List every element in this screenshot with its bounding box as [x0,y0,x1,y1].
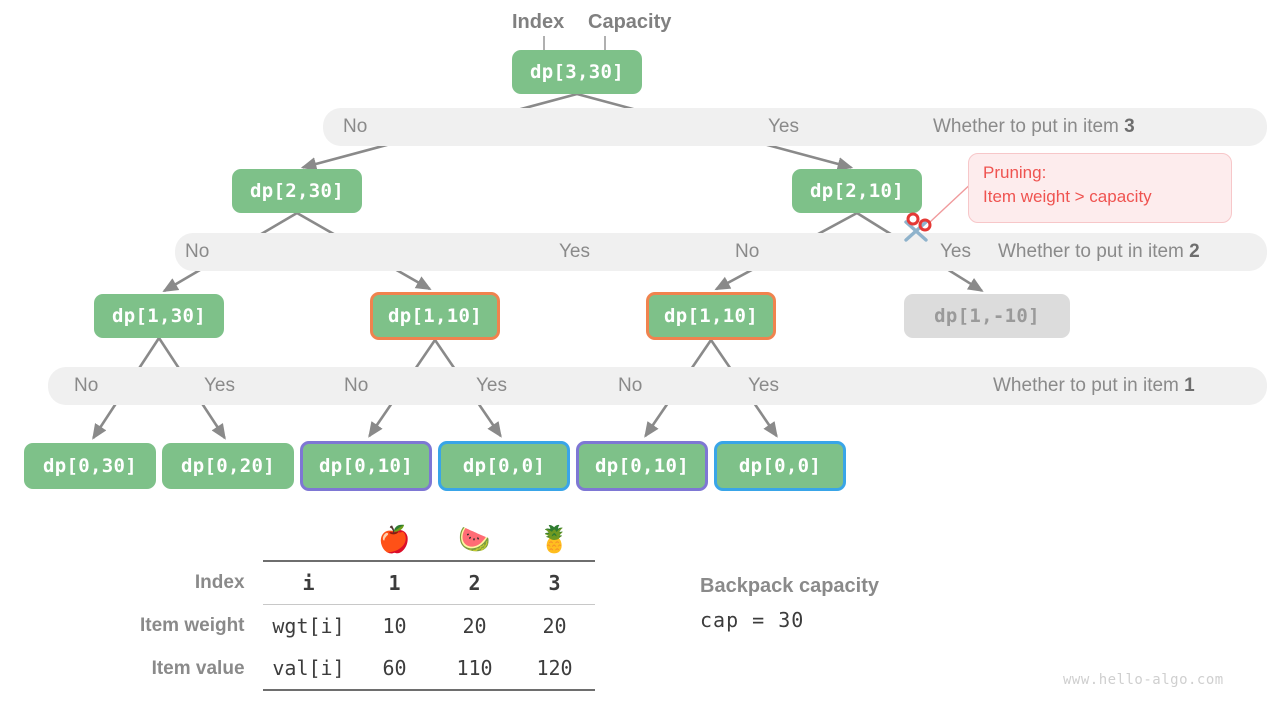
watermark: www.hello-algo.com [1063,672,1224,688]
tree-node-dp-2-30-[interactable]: dp[2,30] [232,169,362,213]
item-emoji-1: 🍎 [378,524,411,554]
tree-node-dp-1-10-[interactable]: dp[1,-10] [904,294,1070,338]
tree-node-dp-0-0-[interactable]: dp[0,0] [438,441,570,491]
branch-label-no: No [618,375,643,396]
row-label-item-value: Item value [151,657,245,679]
level-question-item-2: Whether to put in item 2 [998,241,1200,262]
tree-node-dp-3-30-[interactable]: dp[3,30] [512,50,642,94]
tree-node-dp-0-20-[interactable]: dp[0,20] [162,443,294,489]
row-key-wgt-i-: wgt[i] [262,604,355,647]
pruning-detail: Item weight > capacity [983,187,1152,206]
branch-label-no: No [343,116,368,137]
scissors-icon [904,212,932,242]
cell-r2-c2: 120 [514,647,595,691]
index-tick [543,36,545,58]
table-corner-blank [140,518,263,561]
branch-label-no: No [735,241,760,262]
tree-node-dp-0-0-[interactable]: dp[0,0] [714,441,846,491]
branch-label-yes: Yes [748,375,779,396]
tree-node-dp-1-10-[interactable]: dp[1,10] [646,292,776,340]
tree-node-dp-0-10-[interactable]: dp[0,10] [576,441,708,491]
tree-node-dp-0-30-[interactable]: dp[0,30] [24,443,156,489]
row-label-index: Index [194,571,245,593]
tree-node-dp-2-10-[interactable]: dp[2,10] [792,169,922,213]
cell-r1-c1: 20 [434,604,515,647]
cell-r1-c2: 20 [514,604,595,647]
pruning-callout: Pruning: Item weight > capacity [968,153,1232,223]
legend-capacity: Capacity [588,11,672,33]
branch-label-yes: Yes [204,375,235,396]
capacity-note: Backpack capacity cap = 30 [700,575,879,632]
level-bar-item-1: No Yes No Yes No Yes Whether to put in item 1 [48,367,1267,405]
legend-index: Index [512,11,565,33]
cell-r2-c0: 60 [354,647,435,691]
pruning-title: Pruning: [983,163,1047,182]
level-question-item-3: Whether to put in item 3 [933,116,1135,137]
branch-label-yes: Yes [768,116,799,137]
level-question-item-1: Whether to put in item 1 [993,375,1195,396]
capacity-value: cap = 30 [700,608,805,632]
cell-r0-c2: 3 [514,560,595,605]
branch-label-yes: Yes [476,375,507,396]
item-emoji-2: 🍉 [458,524,491,554]
table-emoji-row: 🍎 🍉 🍍 [140,518,595,561]
tree-node-dp-0-10-[interactable]: dp[0,10] [300,441,432,491]
row-key-i: i [262,560,355,605]
branch-label-yes: Yes [940,241,971,262]
row-label-item-weight: Item weight [140,614,245,636]
branch-label-no: No [344,375,369,396]
table-key-blank [263,518,355,561]
capacity-tick [604,36,606,58]
branch-label-no: No [185,241,210,262]
cell-r2-c1: 110 [434,647,515,691]
cell-r1-c0: 10 [354,604,435,647]
cell-r0-c1: 2 [434,560,515,605]
tree-node-dp-1-30-[interactable]: dp[1,30] [94,294,224,338]
cell-r0-c0: 1 [354,560,435,605]
level-bar-item-3: No Yes Whether to put in item 3 [323,108,1267,146]
row-key-val-i-: val[i] [262,647,355,691]
tree-node-dp-1-10-[interactable]: dp[1,10] [370,292,500,340]
branch-label-no: No [74,375,99,396]
capacity-title: Backpack capacity [700,575,880,597]
level-bar-item-2: No Yes No Yes Whether to put in item 2 [175,233,1267,271]
item-emoji-3: 🍍 [538,524,571,554]
branch-label-yes: Yes [559,241,590,262]
